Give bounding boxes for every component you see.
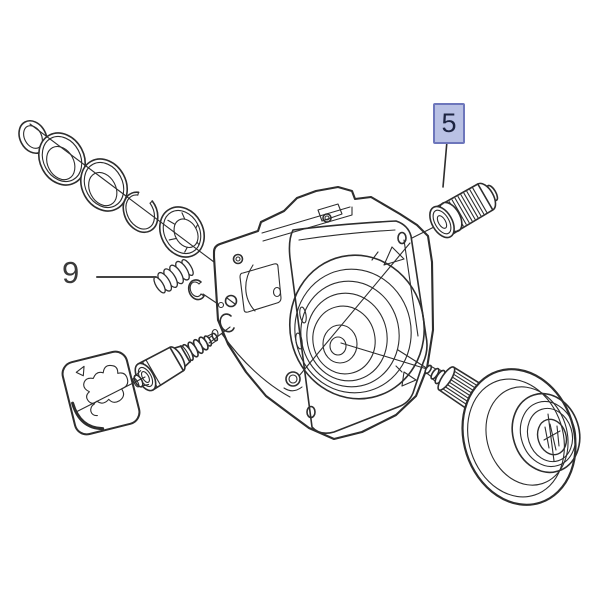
callout-5[interactable]: 5 (433, 103, 465, 144)
callout-9-label: 9 (62, 255, 80, 290)
cv-joint-bell-part (461, 368, 581, 506)
breather-plug-part (429, 182, 499, 239)
gasket-plate-part (61, 350, 141, 436)
clip-axis-line (202, 293, 219, 305)
solenoid-axis-line (208, 326, 231, 344)
callout-5-leader-line (442, 140, 448, 188)
callout-9[interactable]: 9 (62, 257, 79, 288)
gasket-axis-line (75, 376, 146, 413)
shaft-axis-line (397, 349, 429, 370)
housing-part (212, 185, 435, 441)
seal-ring-small-part (18, 119, 48, 155)
callout-5-label: 5 (441, 108, 457, 138)
spring-part (153, 259, 194, 294)
ring-stack-axis-line (29, 123, 215, 263)
plug-axis-line (411, 226, 435, 239)
bearing-part (159, 206, 205, 258)
solenoid-actuator-part (132, 332, 219, 392)
seal-ring-part (38, 132, 86, 186)
retaining-clip-part (187, 279, 205, 301)
seal-ring-2-part (80, 158, 128, 212)
